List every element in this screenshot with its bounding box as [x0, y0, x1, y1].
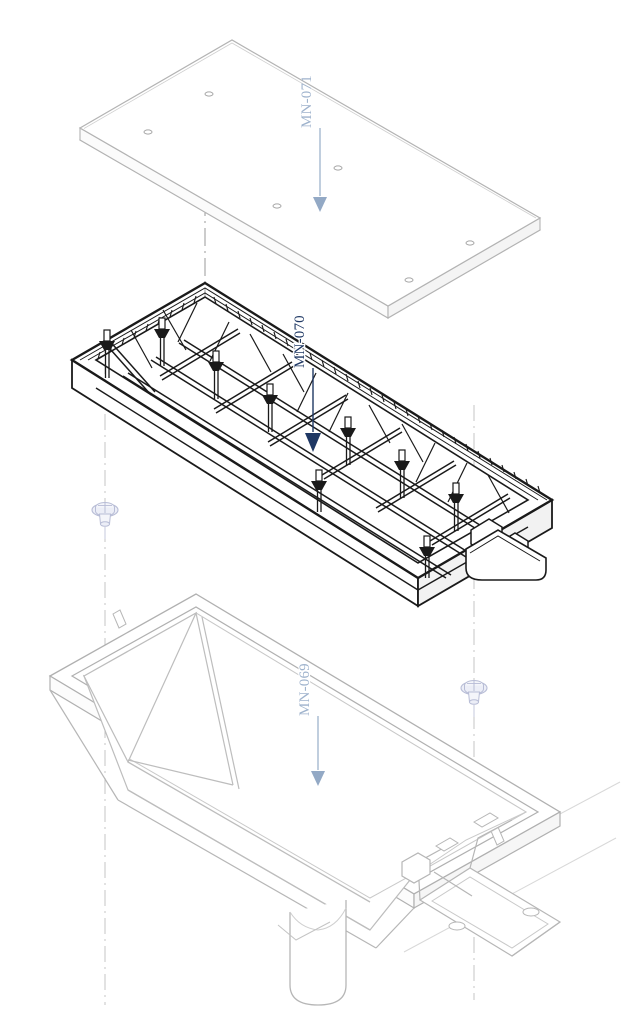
cover-plate-hole-5 — [465, 240, 475, 246]
part-cover-plate[interactable]: MN-071 — [78, 39, 542, 319]
grate-post — [448, 482, 464, 531]
label-cover-plate: MN-071 — [299, 75, 315, 128]
bracket-clip — [435, 812, 499, 852]
cover-plate-hole-6 — [404, 277, 414, 283]
part-hopper-basin[interactable]: MN-069 — [48, 593, 562, 1006]
grate-post — [311, 469, 327, 512]
label-leader-cover-plate: MN-071 — [299, 75, 327, 212]
grate-longitudinal-ribs — [122, 339, 508, 579]
grate-latch-tab[interactable] — [465, 518, 547, 581]
cover-plate-top-face — [78, 39, 542, 307]
bracket-hole-1 — [448, 921, 466, 931]
cover-plate-hole-3 — [333, 165, 343, 171]
cover-plate-hole-1 — [204, 91, 214, 97]
grate-post — [394, 449, 410, 498]
cover-plate-bevel — [83, 42, 537, 219]
latch-plate — [465, 529, 547, 581]
grate-rim-inner — [94, 296, 530, 564]
grate-posts — [99, 317, 464, 578]
label-grate-frame: MN-070 — [292, 315, 308, 368]
label-leader-grate-frame: MN-070 — [291, 314, 321, 452]
cover-plate-holes — [143, 91, 475, 283]
grate-rim-detail-lines — [79, 287, 548, 501]
grate-post — [99, 329, 115, 378]
grate-post — [208, 350, 224, 399]
hopper-wall-left-end — [83, 611, 198, 764]
leader-arrow-cover-plate — [313, 197, 327, 212]
label-leader-hopper-basin: MN-069 — [296, 662, 325, 786]
bracket-hole-2 — [522, 907, 540, 917]
fastener-push-rivet-left[interactable] — [91, 501, 119, 540]
grate-transverse-ribs — [102, 328, 511, 546]
grate-post — [340, 416, 356, 465]
hopper-internal-partition — [127, 612, 240, 790]
grate-post — [419, 535, 435, 578]
grate-post — [262, 383, 278, 432]
latch-plate-bevel — [469, 535, 541, 562]
cover-plate-hole-4 — [272, 203, 282, 209]
grate-rim-outer — [69, 281, 555, 580]
fastener-push-rivet-right[interactable] — [460, 679, 488, 718]
part-grate-frame[interactable]: MN-070 — [69, 281, 555, 608]
cover-plate-hole-2 — [143, 129, 153, 135]
grate-post — [154, 317, 170, 366]
bracket-flange-inner — [431, 876, 549, 949]
leader-arrow-grate-frame — [305, 433, 321, 452]
leader-arrow-hopper-basin — [311, 771, 325, 786]
hopper-drain-pipe — [277, 900, 347, 1006]
bracket-corner-block — [401, 852, 431, 884]
label-hopper-basin: MN-069 — [297, 663, 313, 716]
hopper-mounting-bracket — [401, 812, 562, 957]
